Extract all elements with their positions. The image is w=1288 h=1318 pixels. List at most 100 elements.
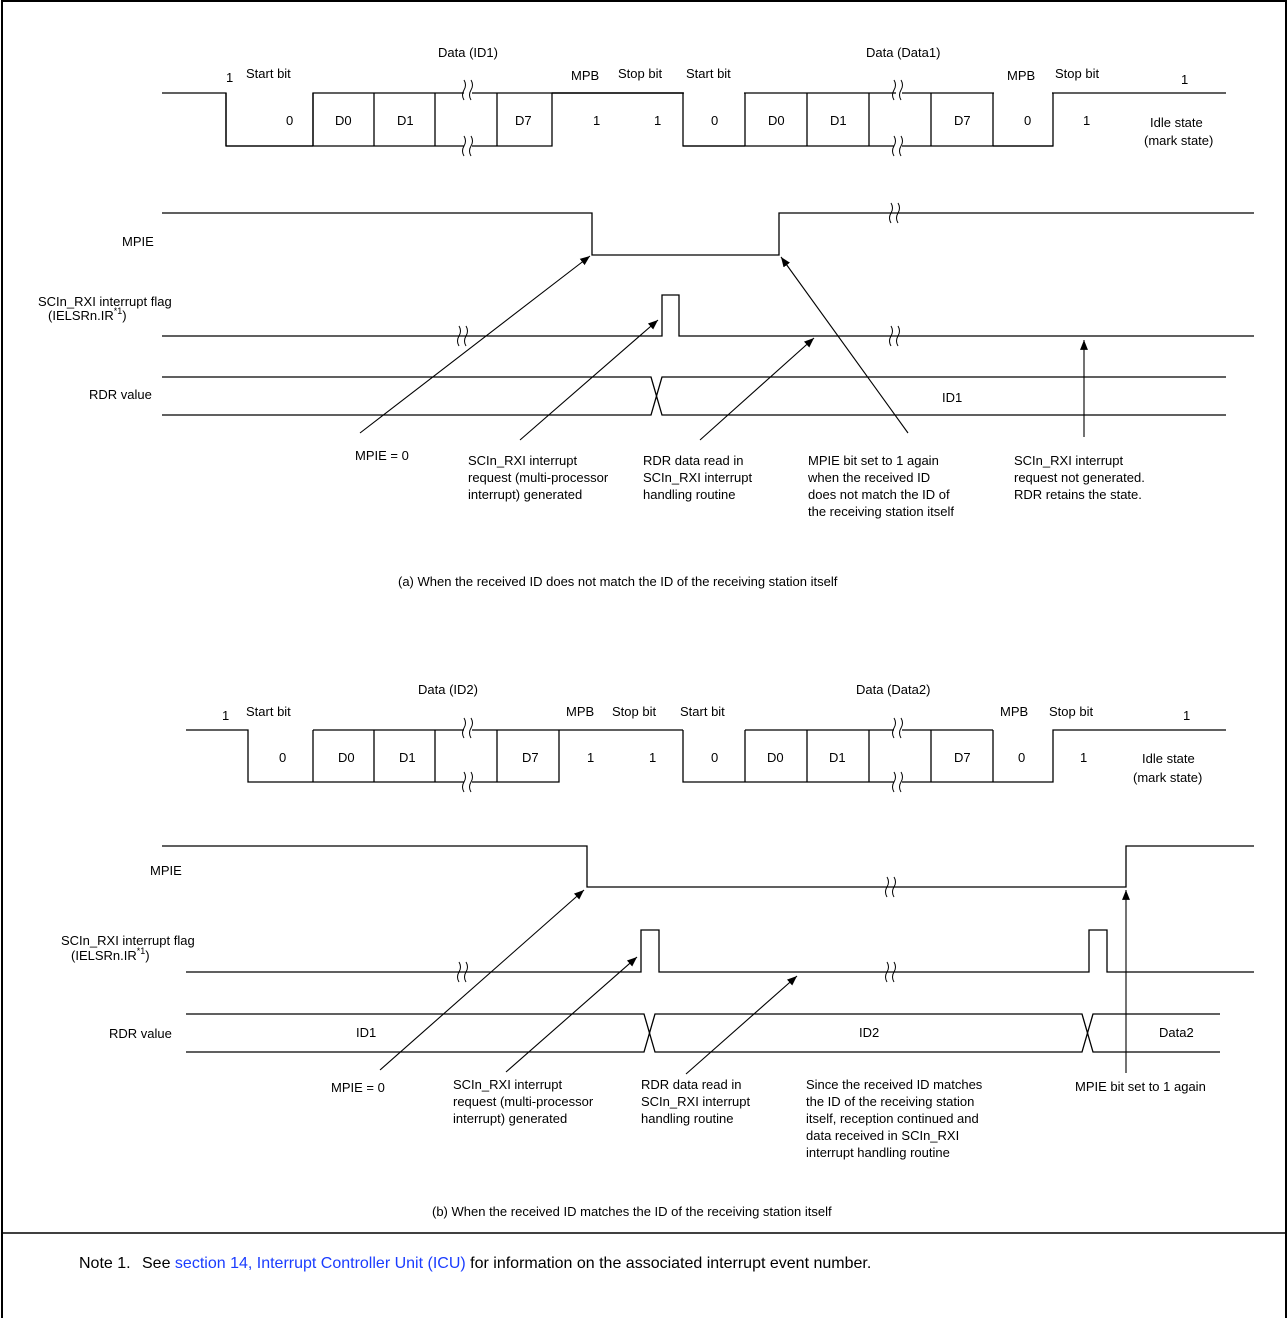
idle-a-2: (mark state) [1144,133,1213,148]
svg-text:interrupt) generated: interrupt) generated [453,1111,567,1126]
mask-a2 [553,140,682,150]
idle-b-2: (mark state) [1133,770,1202,785]
bit-label-b-start: Start bit [246,704,291,719]
section-14-link[interactable]: section 14, Interrupt Controller Unit (I… [174,1255,466,1272]
svg-text:SCIn_RXI interrupt: SCIn_RXI interrupt [641,1094,750,1109]
flag-break-b [457,961,896,983]
bit-label-b-data: Data (ID2) [418,682,478,697]
svg-text:the ID of the receiving statio: the ID of the receiving station [806,1094,974,1109]
cell-b-7: D0 [767,750,784,765]
mpie-break-b [885,876,896,898]
bit-label-b-idle1: 1 [1183,708,1190,723]
bit-label-a-data1: Data (Data1) [866,45,940,60]
cell-b-9: D7 [954,750,971,765]
annotation-b-2: RDR data read in SCIn_RXI interrupt hand… [641,1077,750,1126]
mpie-label-a: MPIE [122,234,154,249]
bit-label-a-mpb: MPB [571,68,599,83]
annotation-a-1: SCIn_RXI interrupt request (multi-proces… [468,453,609,502]
svg-text:RDR data read in: RDR data read in [641,1077,741,1092]
footnote: Note 1. See section 14, Interrupt Control… [79,1255,1229,1273]
rdr-label-a: RDR value [89,387,152,402]
part-a: 1 Start bit Data (ID1) MPB Stop bit Star… [38,45,1254,589]
rdr-bus-b [186,1013,1220,1053]
bit-label-a-mpb2: MPB [1007,68,1035,83]
flag-label-a-2: (IELSRn.IR*1) [48,306,127,323]
svg-text:does not match the ID of: does not match the ID of [808,487,950,502]
arrows-b [379,889,1130,1075]
svg-text:request not generated.: request not generated. [1014,470,1145,485]
annotation-b-3: Since the received ID matches the ID of … [806,1077,983,1160]
caption-a: (a) When the received ID does not match … [398,574,838,589]
annotation-a-3: MPIE bit set to 1 again when the receive… [807,453,954,519]
svg-text:SCIn_RXI interrupt: SCIn_RXI interrupt [453,1077,562,1092]
bit-label-b-mpb: MPB [566,704,594,719]
bit-label-b-stop: Stop bit [612,704,656,719]
bit-label-a-stop2: Stop bit [1055,66,1099,81]
svg-text:SCIn_RXI interrupt: SCIn_RXI interrupt [643,470,752,485]
cell-a-1: D0 [335,113,352,128]
cell-a-5: 1 [654,113,661,128]
mask-a3 [684,90,744,96]
svg-text:data received in SCIn_RXI: data received in SCIn_RXI [806,1128,959,1143]
cell-b-10: 0 [1018,750,1025,765]
cell-b-3: D7 [522,750,539,765]
svg-text:request (multi-processor: request (multi-processor [468,470,609,485]
mpie-waveform-b [162,845,1254,888]
svg-text:RDR retains the state.: RDR retains the state. [1014,487,1142,502]
caption-b: (b) When the received ID matches the ID … [432,1204,832,1219]
cell-b-2: D1 [399,750,416,765]
part-b: 1 Start bit Data (ID2) MPB Stop bit Star… [61,682,1254,1219]
bit-label-a-start2: Start bit [686,66,731,81]
cell-a-6: 0 [711,113,718,128]
serial-waveform-a [162,92,1226,147]
footnote-label: Note 1. [79,1255,131,1272]
flag-waveform-b [186,929,1254,973]
svg-text:RDR data read in: RDR data read in [643,453,743,468]
cell-b-0: 0 [279,750,286,765]
flag-break-a [457,325,900,347]
cell-a-2: D1 [397,113,414,128]
annotation-a-4: SCIn_RXI interrupt request not generated… [1014,453,1145,502]
bit-label-a-1: 1 [226,70,233,85]
svg-text:itself, reception continued an: itself, reception continued and [806,1111,979,1126]
annotation-a-0: MPIE = 0 [355,448,409,463]
bit-label-a-stop: Stop bit [618,66,662,81]
arrows-a [359,255,1088,441]
rdr-value-b-2: Data2 [1159,1025,1194,1040]
cell-a-10: 0 [1024,113,1031,128]
bit-label-b-data2: Data (Data2) [856,682,930,697]
footnote-suffix: for information on the associated interr… [465,1255,872,1272]
bit-label-b-1: 1 [222,708,229,723]
mpie-break-a [889,202,900,224]
svg-text:interrupt) generated: interrupt) generated [468,487,582,502]
flag-label-b-2: (IELSRn.IR*1) [71,946,150,963]
svg-text:MPIE bit set to 1 again: MPIE bit set to 1 again [808,453,939,468]
svg-text:request (multi-processor: request (multi-processor [453,1094,594,1109]
svg-text:SCIn_RXI interrupt: SCIn_RXI interrupt [468,453,577,468]
bit-label-a-data: Data (ID1) [438,45,498,60]
cell-b-6: 0 [711,750,718,765]
annotation-a-2: RDR data read in SCIn_RXI interrupt hand… [643,453,752,502]
rdr-value-b-1: ID2 [859,1025,879,1040]
annotation-b-4: MPIE bit set to 1 again [1075,1079,1206,1094]
mask-a1 [227,90,312,96]
svg-text:the receiving station itself: the receiving station itself [808,504,954,519]
cell-b-4: 1 [587,750,594,765]
bit-label-b-start2: Start bit [680,704,725,719]
cell-a-4: 1 [593,113,600,128]
break-marks-a1 [462,79,903,157]
cell-b-1: D0 [338,750,355,765]
rdr-label-b: RDR value [109,1026,172,1041]
rdr-bus-a [162,376,1226,416]
footnote-prefix: See [142,1255,175,1272]
cell-a-0: 0 [286,113,293,128]
break-marks-b1 [462,717,903,793]
rdr-value-a: ID1 [942,390,962,405]
idle-b-1: Idle state [1142,751,1195,766]
svg-text:SCIn_RXI interrupt: SCIn_RXI interrupt [1014,453,1123,468]
cell-a-11: 1 [1083,113,1090,128]
svg-text:handling routine: handling routine [641,1111,734,1126]
cell-a-9: D7 [954,113,971,128]
